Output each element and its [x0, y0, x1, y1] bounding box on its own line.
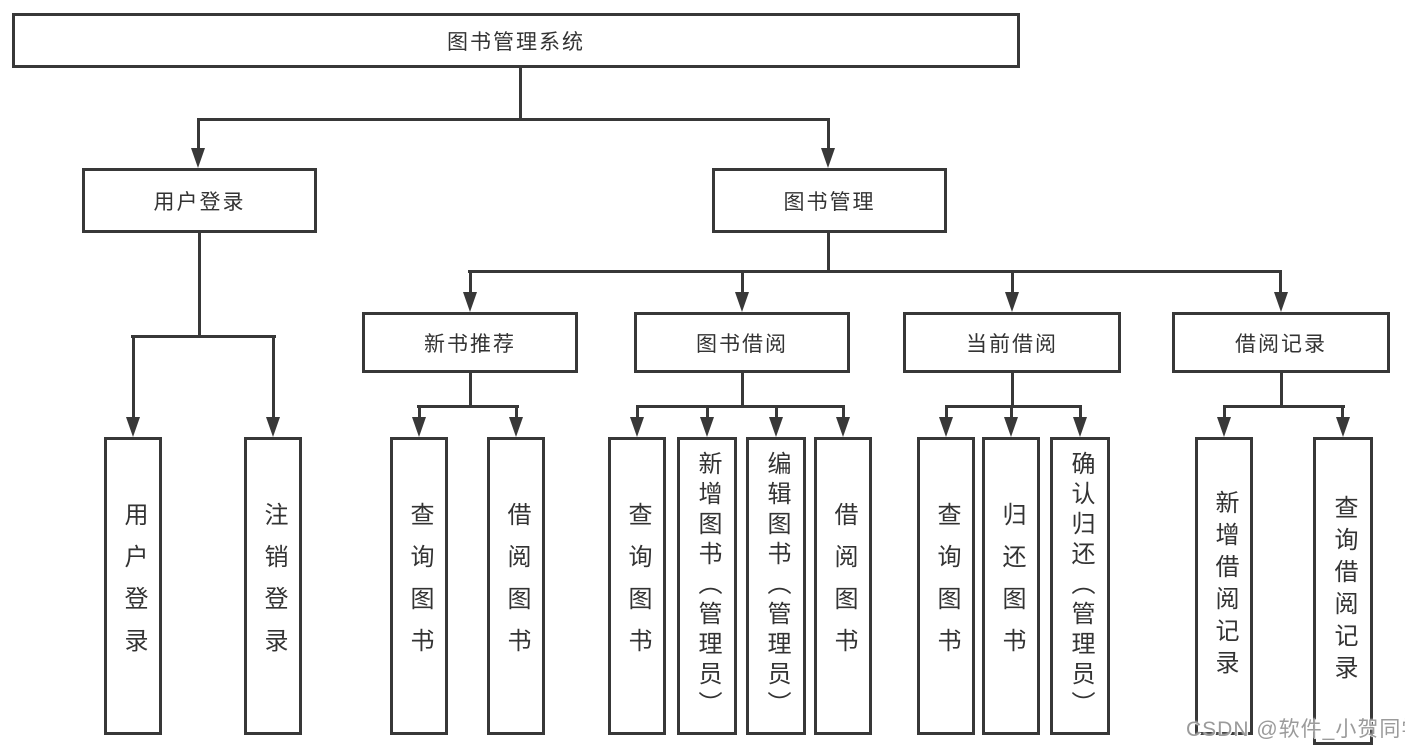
arrow-down-icon: [821, 148, 835, 168]
connector-line: [417, 405, 519, 408]
leaf-label: 用户登录: [120, 502, 147, 670]
arrow-down-icon: [836, 417, 850, 437]
arrow-down-icon: [1336, 417, 1350, 437]
node-book-management: 图书管理: [712, 168, 947, 233]
leaf-add-borrow-record: 新增借阅记录: [1195, 437, 1253, 735]
connector-line: [469, 373, 472, 407]
node-borrowing-records: 借阅记录: [1172, 312, 1390, 373]
arrow-down-icon: [769, 417, 783, 437]
connector-line: [827, 233, 830, 273]
connector-line: [272, 335, 275, 419]
connector-line: [1010, 405, 1013, 419]
leaf-label: 注销登录: [260, 502, 287, 670]
leaf-label: 查询图书: [933, 502, 960, 670]
node-current-borrowing-label: 当前借阅: [966, 332, 1058, 356]
arrow-down-icon: [1217, 417, 1231, 437]
connector-line: [636, 405, 845, 408]
arrow-down-icon: [735, 292, 749, 312]
arrow-down-icon: [463, 292, 477, 312]
connector-line: [132, 335, 135, 419]
leaf-label: 确认归还（管理员）: [1067, 451, 1094, 721]
connector-line: [198, 233, 201, 337]
connector-line: [469, 270, 472, 295]
connector-line: [945, 405, 1082, 408]
csdn-watermark: CSDN @软件_小贺同学: [1186, 718, 1405, 741]
connector-line: [706, 405, 709, 419]
connector-line: [468, 270, 1282, 273]
leaf-confirm-return-admin: 确认归还（管理员）: [1050, 437, 1110, 735]
node-new-book-recommendation-label: 新书推荐: [424, 332, 516, 356]
arrow-down-icon: [509, 417, 523, 437]
leaf-return-books: 归还图书: [982, 437, 1040, 735]
leaf-borrow-books-recommend: 借阅图书: [487, 437, 545, 735]
leaf-edit-books-admin: 编辑图书（管理员）: [746, 437, 806, 735]
node-current-borrowing: 当前借阅: [903, 312, 1121, 373]
node-book-management-label: 图书管理: [783, 190, 876, 214]
connector-line: [515, 405, 518, 419]
node-book-borrowing-label: 图书借阅: [696, 332, 788, 356]
leaf-label: 查询图书: [624, 502, 651, 670]
leaf-label: 编辑图书（管理员）: [763, 451, 790, 721]
leaf-user-login: 用户登录: [104, 437, 162, 735]
arrow-down-icon: [939, 417, 953, 437]
leaf-label: 借阅图书: [503, 502, 530, 670]
connector-line: [1079, 405, 1082, 419]
connector-line: [131, 335, 276, 338]
connector-line: [842, 405, 845, 419]
connector-line: [197, 118, 830, 121]
node-user-login-label: 用户登录: [153, 190, 246, 214]
node-user-login: 用户登录: [82, 168, 317, 233]
connector-line: [519, 66, 522, 121]
connector-line: [197, 118, 200, 150]
connector-line: [1011, 270, 1014, 295]
arrow-down-icon: [266, 417, 280, 437]
node-borrowing-records-label: 借阅记录: [1235, 332, 1327, 356]
arrow-down-icon: [126, 417, 140, 437]
connector-line: [418, 405, 421, 419]
leaf-label: 查询图书: [406, 502, 433, 670]
root-node-library-management-system: 图书管理系统: [12, 13, 1020, 68]
connector-line: [1341, 405, 1344, 419]
arrow-down-icon: [191, 148, 205, 168]
leaf-query-books-recommend: 查询图书: [390, 437, 448, 735]
connector-line: [827, 118, 830, 150]
leaf-logout: 注销登录: [244, 437, 302, 735]
connector-line: [1280, 373, 1283, 407]
leaf-label: 新增借阅记录: [1211, 490, 1238, 682]
connector-line: [1223, 405, 1226, 419]
arrow-down-icon: [1005, 292, 1019, 312]
leaf-query-books-borrowing: 查询图书: [608, 437, 666, 735]
arrow-down-icon: [412, 417, 426, 437]
arrow-down-icon: [1274, 292, 1288, 312]
leaf-add-books-admin: 新增图书（管理员）: [677, 437, 737, 735]
connector-line: [741, 270, 744, 295]
leaf-label: 查询借阅记录: [1330, 495, 1357, 687]
arrow-down-icon: [630, 417, 644, 437]
leaf-borrow-books: 借阅图书: [814, 437, 872, 735]
connector-line: [1011, 373, 1014, 407]
node-new-book-recommendation: 新书推荐: [362, 312, 578, 373]
arrow-down-icon: [1004, 417, 1018, 437]
leaf-label: 新增图书（管理员）: [694, 451, 721, 721]
connector-line: [945, 405, 948, 419]
connector-line: [1223, 405, 1345, 408]
leaf-query-borrow-record: 查询借阅记录: [1313, 437, 1373, 745]
arrow-down-icon: [1073, 417, 1087, 437]
leaf-label: 借阅图书: [830, 502, 857, 670]
leaf-label: 归还图书: [998, 502, 1025, 670]
connector-line: [636, 405, 639, 419]
connector-line: [1279, 270, 1282, 295]
root-node-label: 图书管理系统: [447, 30, 585, 54]
leaf-query-books-current: 查询图书: [917, 437, 975, 735]
connector-line: [775, 405, 778, 419]
connector-line: [741, 373, 744, 407]
arrow-down-icon: [700, 417, 714, 437]
node-book-borrowing: 图书借阅: [634, 312, 850, 373]
